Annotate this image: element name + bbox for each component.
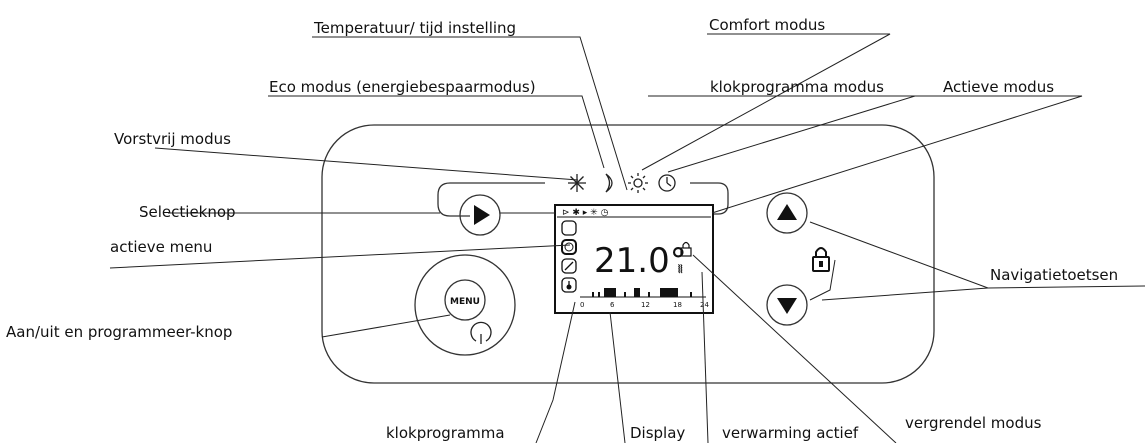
tick-18: 18 xyxy=(673,301,682,309)
leader-lines xyxy=(109,33,1145,443)
menu-button-ring xyxy=(414,254,516,356)
wrench-icon xyxy=(561,258,577,274)
label-power-program: Aan/uit en programmeer-knop xyxy=(6,323,232,341)
tick-0: 0 xyxy=(580,301,584,309)
label-active-menu: actieve menu xyxy=(110,238,212,256)
label-active-mode: Actieve modus xyxy=(943,78,1054,96)
label-comfort: Comfort modus xyxy=(709,16,825,34)
label-temp-time: Temperatuur/ tijd instelling xyxy=(313,19,516,37)
heating-icon: ⦚⦚ xyxy=(678,263,683,276)
device-panel xyxy=(321,124,935,384)
label-clock-program: klokprogramma xyxy=(386,424,505,442)
down-arrow-icon xyxy=(777,298,797,314)
tick-24: 24 xyxy=(700,301,709,309)
power-icon xyxy=(470,321,492,344)
moon-icon xyxy=(605,173,613,193)
label-eco: Eco modus (energiebespaarmodus) xyxy=(269,78,536,96)
lock-icon xyxy=(812,247,830,272)
status-icons-row: ⊳ ✱ ▸ ✳ ◷ xyxy=(562,208,609,218)
temperature-readout: 21.0° xyxy=(594,241,687,281)
tick-6: 6 xyxy=(610,301,615,309)
label-lock-mode: vergrendel modus xyxy=(905,414,1042,432)
mode-strip-outline xyxy=(437,182,729,217)
play-icon xyxy=(474,205,490,225)
clock-icon xyxy=(658,174,676,192)
up-arrow-icon xyxy=(777,204,797,220)
down-button[interactable] xyxy=(766,284,808,326)
thermometer-icon xyxy=(561,277,577,293)
sun-icon xyxy=(628,173,648,193)
up-button[interactable] xyxy=(766,192,808,234)
clock-program-bars xyxy=(592,288,692,297)
label-select-button: Selectieknop xyxy=(139,203,236,221)
menu-button[interactable] xyxy=(444,279,486,321)
menu-button-label: MENU xyxy=(450,297,480,307)
label-frost-free: Vorstvrij modus xyxy=(114,130,231,148)
snowflake-icon xyxy=(568,174,586,192)
tick-12: 12 xyxy=(641,301,650,309)
label-clock-program-mode: klokprogramma modus xyxy=(710,78,884,96)
selection-button[interactable] xyxy=(459,194,501,236)
label-display: Display xyxy=(630,424,685,442)
label-navigation-keys: Navigatietoetsen xyxy=(990,266,1118,284)
label-heating-active: verwarming actief xyxy=(722,424,859,442)
lcd-display: ⊳ ✱ ▸ ✳ ◷ 21.0° ⦚⦚ 0 6 12 18 xyxy=(554,204,714,314)
